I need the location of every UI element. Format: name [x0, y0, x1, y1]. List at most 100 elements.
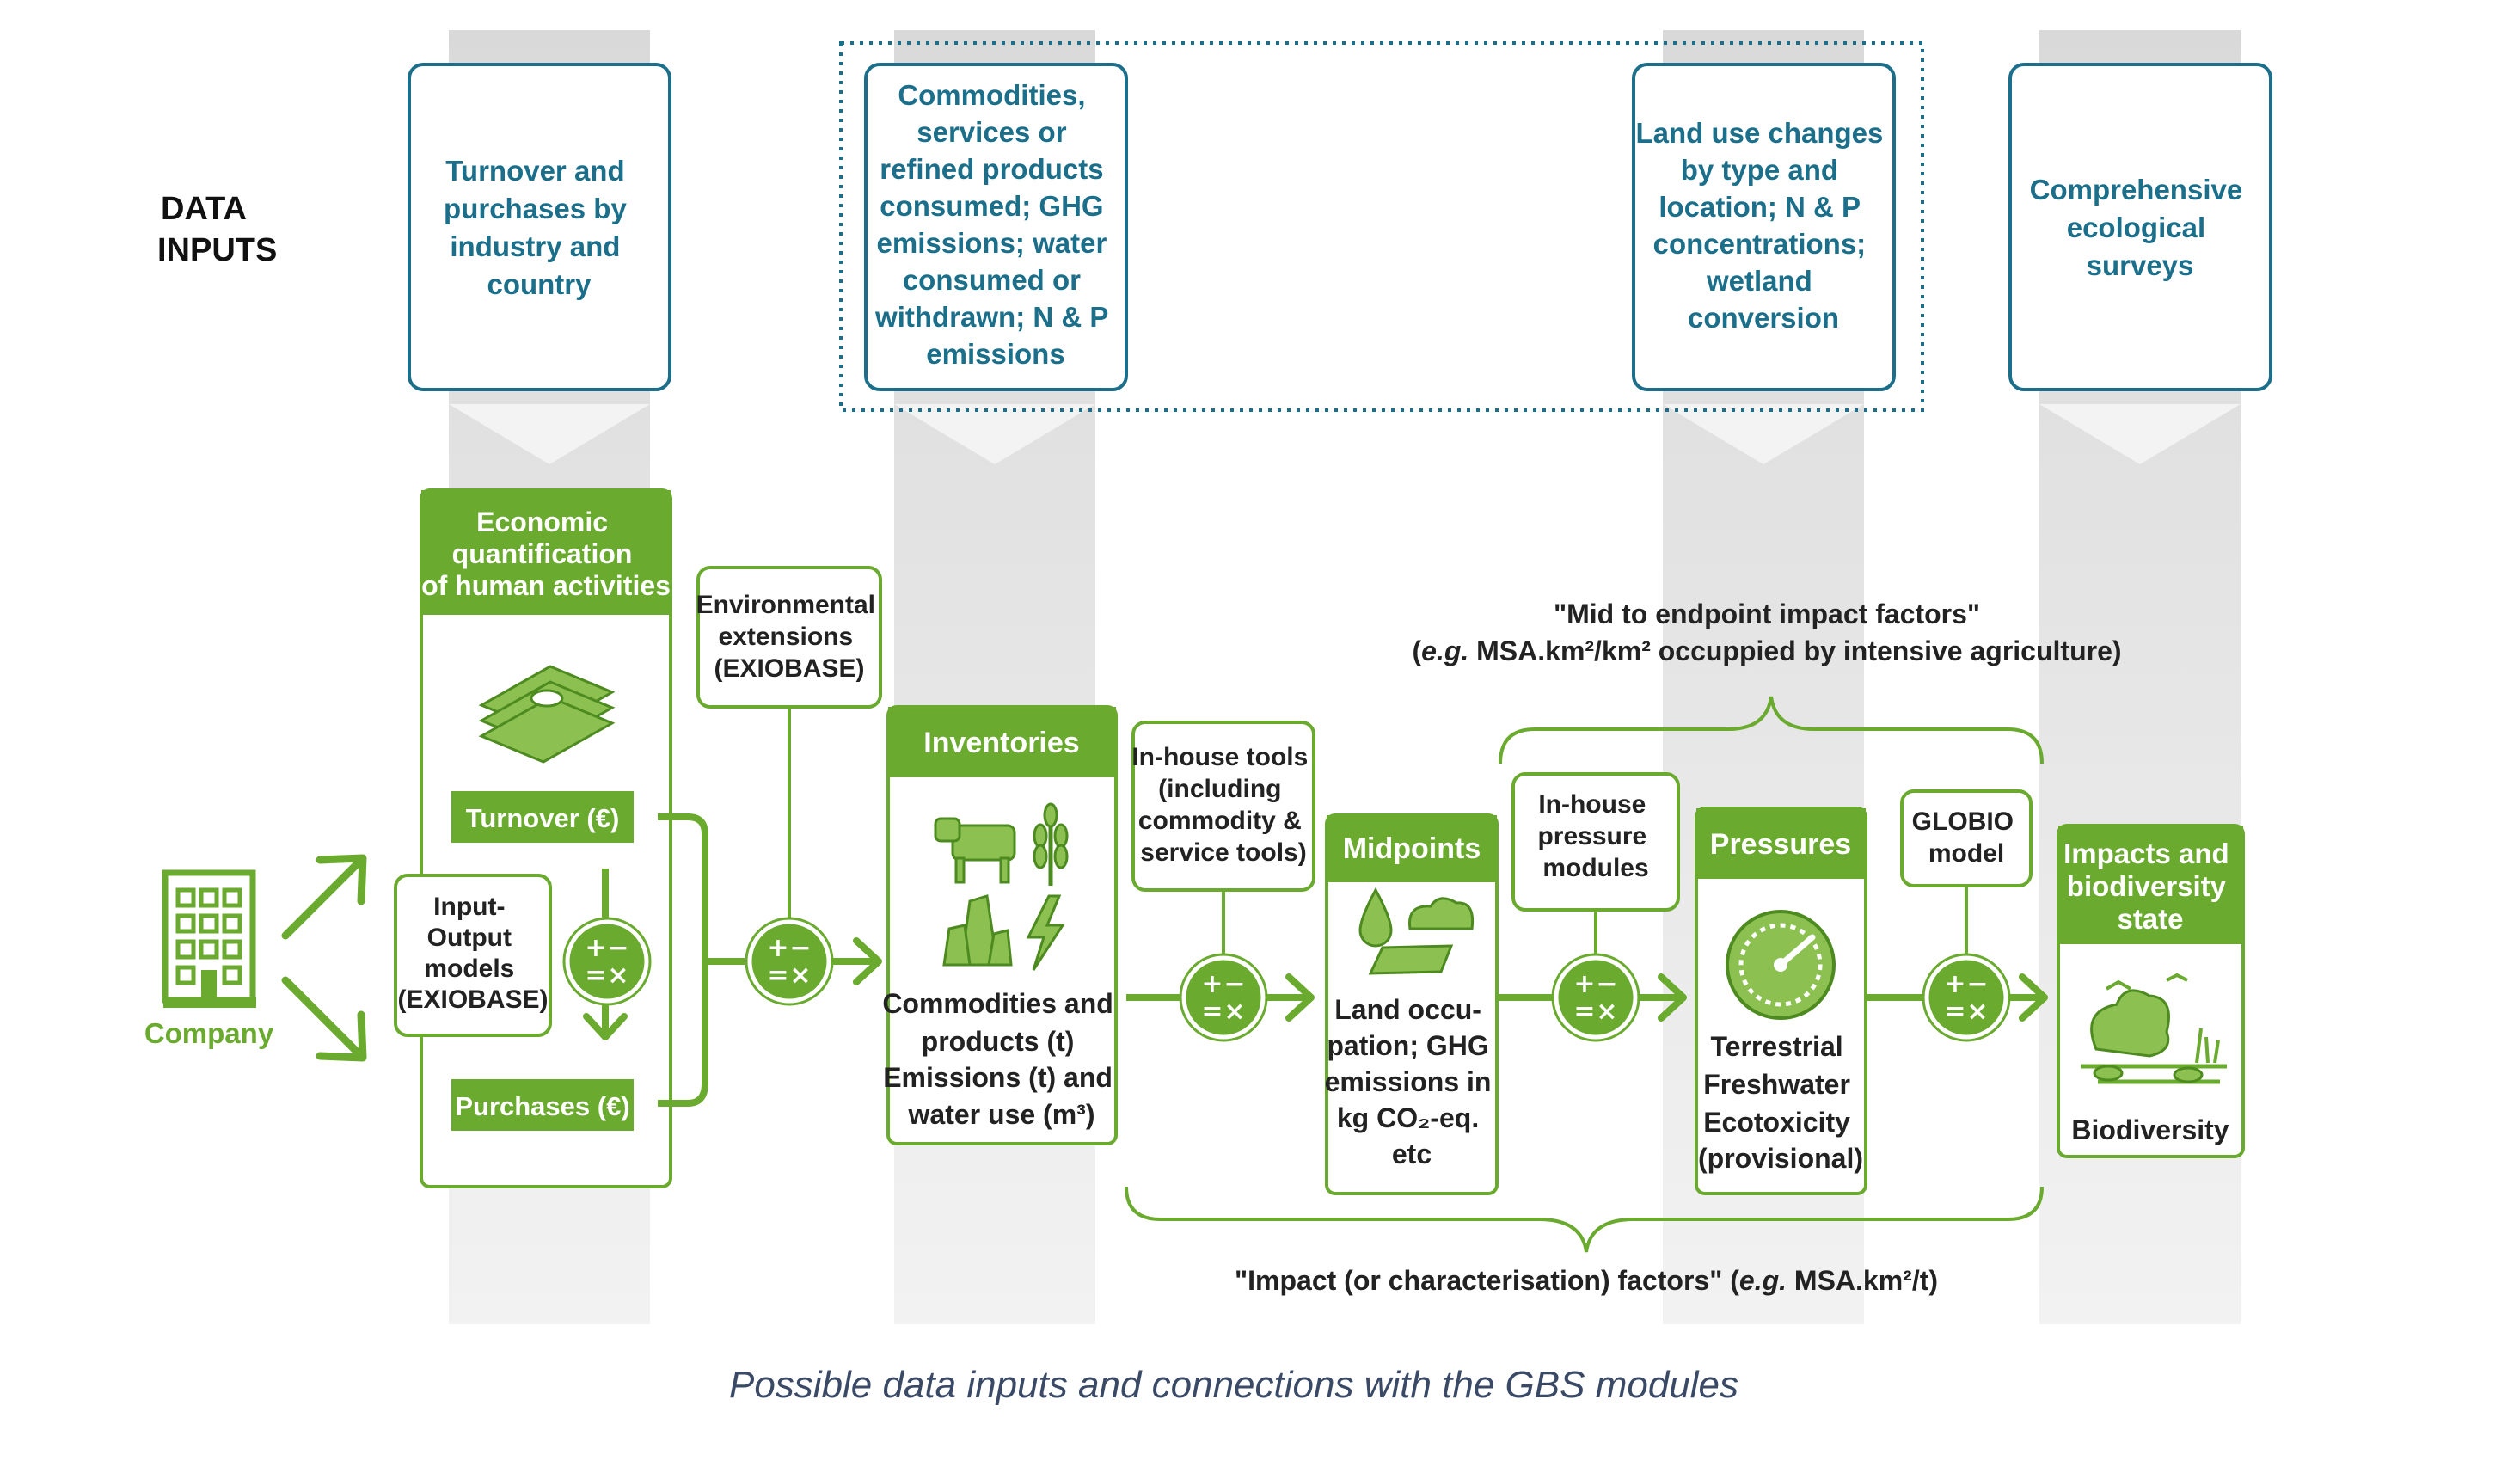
- inhouse-tools-line: (including: [1158, 775, 1281, 803]
- gauge-icon: [1726, 910, 1836, 1020]
- impacts-body: Biodiversity: [2071, 1114, 2229, 1145]
- lightning-icon: [1026, 894, 1065, 971]
- ecosystem-icon: [2081, 973, 2227, 1084]
- input-commodities-line: emissions; water: [877, 227, 1107, 259]
- economic-title: Economic quantification of human activit…: [421, 506, 671, 601]
- midpoints-body-line: emissions in: [1325, 1066, 1492, 1097]
- band-1-chevron: [449, 404, 650, 464]
- pressures-body-line: (provisional): [1698, 1143, 1863, 1174]
- turnover-pill: [451, 791, 634, 843]
- operator-symbol: −: [1223, 969, 1245, 999]
- inventories-body-line: products (t): [922, 1026, 1075, 1057]
- company-arrow-up: [281, 857, 364, 940]
- operator-symbol: ×: [1596, 997, 1617, 1027]
- input-commodities-line: refined products: [880, 153, 1103, 185]
- company-arrows: [281, 854, 367, 1062]
- operator-symbol: =: [1573, 997, 1595, 1027]
- input-surveys-line: surveys: [2087, 249, 2194, 281]
- midpoints-body-line: Land occu-: [1334, 994, 1481, 1025]
- input-land-use-line: wetland: [1706, 265, 1812, 297]
- env-extensions-text: Environmental extensions (EXIOBASE): [696, 591, 883, 683]
- pressures-body-line: Ecotoxicity: [1703, 1107, 1850, 1138]
- operator-symbol: ×: [1966, 997, 1988, 1027]
- inhouse-tools-line: commodity &: [1138, 807, 1302, 835]
- input-text-commodities: Commodities, services or refined product…: [874, 79, 1116, 370]
- io-models-line: (EXIOBASE): [397, 985, 548, 1014]
- impact-factors-open: (: [1722, 1265, 1739, 1296]
- calculator-operator-ring: [562, 917, 652, 1006]
- calculator-operator-icon: [1181, 955, 1266, 1040]
- inhouse-pressure-line: modules: [1542, 854, 1648, 882]
- io-models-text: Input- Output models (EXIOBASE): [397, 893, 548, 1014]
- input-commodities-line: services or: [917, 116, 1066, 148]
- impact-factors-brace: [1125, 1186, 2044, 1253]
- calculator-operator-ring: [1922, 953, 2011, 1042]
- purchases-pill: [451, 1079, 634, 1131]
- operator-symbol: ×: [789, 961, 811, 991]
- data-inputs-line-1: DATA: [161, 191, 246, 227]
- input-surveys-line: Comprehensive: [2030, 174, 2243, 206]
- globio-line: GLOBIO: [1912, 807, 2014, 836]
- operator-symbol: =: [585, 961, 606, 991]
- mid-to-endpoint-open: (: [1412, 635, 1421, 666]
- inventories-module: Inventories Commodities and products (t): [882, 705, 1118, 1145]
- calculator-operator-icon: [1924, 955, 2008, 1040]
- calculator-operator-icon: [565, 919, 649, 1004]
- operator-symbol: =: [767, 961, 788, 991]
- input-surveys-line: ecological: [2067, 212, 2205, 243]
- wheat-icon: [1033, 802, 1069, 886]
- grouped-inputs-dotted-frame: [839, 41, 1924, 412]
- impacts-title-line: Impacts and: [2063, 838, 2229, 869]
- company-icon: [162, 869, 256, 1008]
- inhouse-tools-text: In-house tools (including commodity & se…: [1131, 743, 1315, 867]
- input-commodities-line: emissions: [926, 338, 1064, 370]
- input-land-use-line: concentrations;: [1653, 228, 1867, 260]
- input-commodities-line: consumed or: [903, 264, 1081, 296]
- band-3-chevron: [1663, 404, 1864, 464]
- operator-symbol: −: [1966, 969, 1988, 999]
- turnover-pill-label: Turnover (€): [466, 803, 620, 833]
- flow-arrow-head: [853, 937, 882, 985]
- input-land-use-line: location; N & P: [1659, 191, 1860, 223]
- globio-text: GLOBIO model: [1912, 807, 2021, 868]
- company-label: Company: [144, 1017, 274, 1049]
- impacts-title: Impacts and biodiversity state: [2063, 838, 2237, 935]
- band-2-chevron: [894, 404, 1095, 464]
- impacts-title-line: biodiversity: [2067, 870, 2227, 902]
- input-turnover-line: country: [487, 268, 592, 300]
- input-turnover-line: purchases by: [444, 193, 627, 224]
- band-4-chevron: [2039, 404, 2241, 464]
- midpoints-module: Midpoints Land occu- pation; GHG emissio…: [1325, 813, 1499, 1195]
- operator-symbol: +: [1201, 969, 1223, 999]
- midpoints-body-line: pation; GHG: [1327, 1030, 1488, 1061]
- impacts-module: Impacts and biodiversity state Biodivers…: [2057, 824, 2245, 1158]
- io-models-line: models: [424, 954, 514, 983]
- io-models-line: Input-: [433, 893, 505, 921]
- mid-to-endpoint-line-2: (e.g. MSA.km²/km² occuppied by intensive…: [1412, 635, 2121, 666]
- impact-factors-eg: e.g.: [1739, 1265, 1787, 1296]
- flow-operators: +−=×+−=×+−=×+−=×+−=×: [562, 917, 2048, 1042]
- midpoints-body-line: kg CO₂-eq.: [1337, 1102, 1479, 1133]
- crystal-icon: [942, 894, 1013, 967]
- impact-factors-main: "Impact (or characterisation) factors": [1235, 1265, 1722, 1296]
- input-turnover-line: industry and: [450, 230, 620, 262]
- figure-caption: Possible data inputs and connections wit…: [729, 1364, 1738, 1406]
- operator-symbol: ×: [1223, 997, 1245, 1027]
- inhouse-pressure-line: In-house: [1538, 790, 1646, 819]
- input-box-commodities: [864, 63, 1128, 391]
- input-text-land-use: Land use changes by type and location; N…: [1635, 117, 1891, 334]
- impacts-title-line: state: [2117, 903, 2183, 935]
- operator-symbol: ×: [607, 961, 628, 991]
- inventories-title: Inventories: [923, 727, 1079, 759]
- inhouse-tools-line: service tools): [1140, 838, 1306, 867]
- midpoints-body: Land occu- pation; GHG emissions in kg C…: [1325, 994, 1499, 1169]
- economic-title-line: quantification: [452, 538, 633, 569]
- calculator-operator-icon: [1554, 955, 1638, 1040]
- pressures-body-line: Freshwater: [1703, 1069, 1850, 1100]
- input-text-surveys: Comprehensive ecological surveys: [2030, 174, 2251, 281]
- land-icon: [1368, 944, 1454, 975]
- input-text-turnover: Turnover and purchases by industry and c…: [444, 155, 635, 300]
- env-extensions-line: (EXIOBASE): [714, 654, 864, 683]
- input-box-surveys: [2008, 63, 2272, 391]
